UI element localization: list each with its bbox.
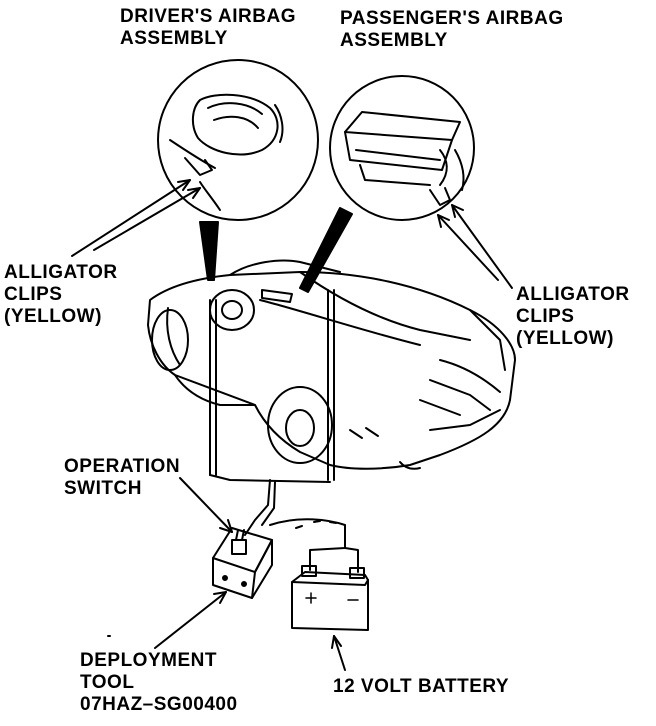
alligator-clips-right-label: ALLIGATOR CLIPS (YELLOW) [516,284,630,350]
battery-arrow [334,636,345,670]
alligator-clip-arrows-left [72,180,200,256]
deployment-tool-arrow [155,592,226,648]
harness-wires [210,290,334,535]
passenger-airbag-label-line1: PASSENGER'S AIRBAG [340,8,564,29]
battery-wire [270,519,358,572]
deployment-tool-box [213,528,272,598]
alligator-clips-left-line3: (YELLOW) [4,306,102,327]
alligator-clips-left-label: ALLIGATOR CLIPS (YELLOW) [4,262,118,328]
car-body [148,261,515,469]
driver-airbag-detail [158,60,318,220]
driver-airbag-label-line1: DRIVER'S AIRBAG [120,6,296,27]
battery-label: 12 VOLT BATTERY [333,676,510,697]
alligator-clips-right-line1: ALLIGATOR [516,284,630,305]
alligator-clips-left-line1: ALLIGATOR [4,262,118,283]
driver-airbag-label: DRIVER'S AIRBAG ASSEMBLY [120,6,296,50]
battery-body [292,566,368,630]
driver-detail-leader [200,222,218,280]
alligator-clips-left-line2: CLIPS [4,284,63,305]
deployment-tool-line1: DEPLOYMENT [80,650,217,671]
operation-switch-line2: SWITCH [64,478,142,499]
alligator-clips-right-line3: (YELLOW) [516,328,614,349]
deployment-tool-label: DEPLOYMENT TOOL 07HAZ–SG00400 [80,650,238,716]
operation-switch-line1: OPERATION [64,456,181,477]
deployment-tool-part-number: 07HAZ–SG00400 [80,694,238,715]
operation-switch-arrow [180,478,232,532]
alligator-clips-right-line2: CLIPS [516,306,575,327]
alligator-clip-arrows-right [438,205,512,288]
passenger-airbag-label: PASSENGER'S AIRBAG ASSEMBLY [340,8,564,52]
passenger-detail-leader [300,208,352,292]
operation-switch-label: OPERATION SWITCH [64,456,180,500]
passenger-airbag-detail [330,76,474,220]
driver-airbag-label-line2: ASSEMBLY [120,28,228,49]
passenger-airbag-label-line2: ASSEMBLY [340,30,448,51]
deployment-tool-line2: TOOL [80,672,135,693]
